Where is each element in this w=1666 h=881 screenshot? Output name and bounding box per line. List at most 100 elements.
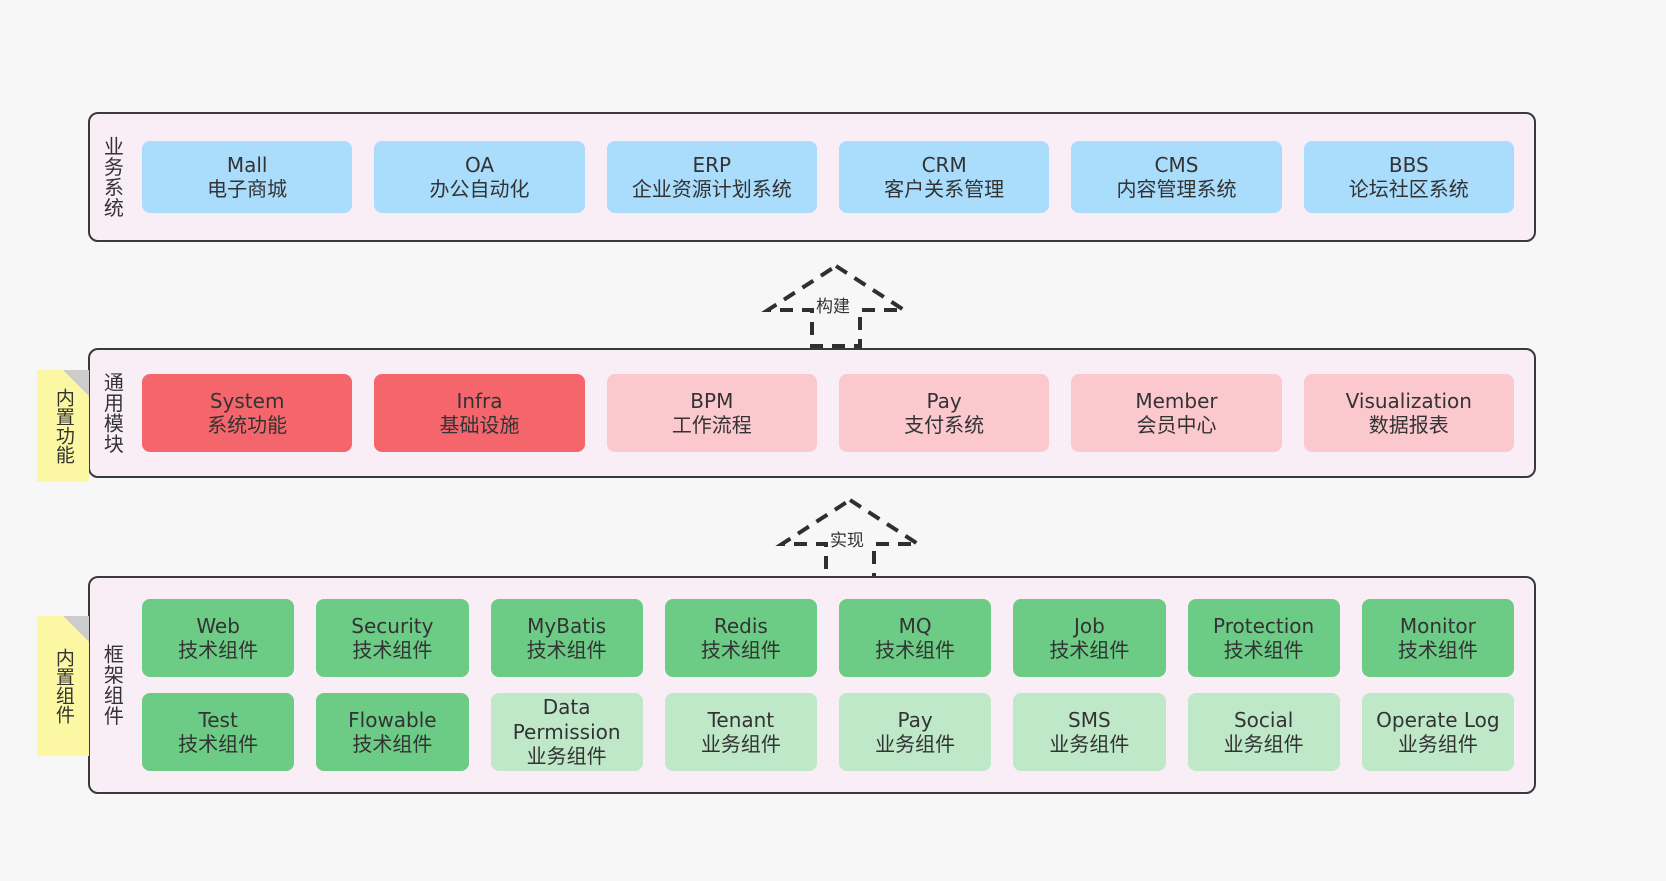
- node-en-label: Tenant: [707, 707, 775, 732]
- node-web[interactable]: Web 技术组件: [142, 599, 295, 677]
- node-cn-label: 技术组件: [875, 638, 956, 662]
- layer-title-business: 业务系统: [100, 136, 125, 218]
- layer-business-systems[interactable]: 业务系统 Mall 电子商城 OA 办公自动化 ERP 企业资源计划系统 CRM…: [88, 112, 1536, 242]
- connector-build-generalization-arrow: 构建: [756, 262, 916, 350]
- node-en-label: Visualization: [1345, 388, 1472, 413]
- node-social[interactable]: Social 业务组件: [1187, 693, 1340, 771]
- node-cn-label: 技术组件: [178, 638, 259, 662]
- layer-framework-components[interactable]: 框架组件 Web 技术组件 Security 技术组件 MyBatis 技术组件…: [88, 576, 1536, 794]
- node-en-label: Operate Log: [1376, 707, 1500, 732]
- node-sms[interactable]: SMS 业务组件: [1013, 693, 1166, 771]
- node-system[interactable]: System 系统功能: [142, 374, 353, 452]
- node-en-label: Infra: [456, 388, 503, 413]
- node-bpm[interactable]: BPM 工作流程: [606, 374, 817, 452]
- node-cn-label: 业务组件: [1223, 732, 1304, 756]
- node-test[interactable]: Test 技术组件: [142, 693, 295, 771]
- node-en-label: SMS: [1068, 707, 1111, 732]
- node-en-label: Mall: [226, 152, 268, 177]
- node-cn-label: 基础设施: [439, 413, 520, 437]
- node-cn-label: 内容管理系统: [1116, 177, 1237, 201]
- node-en-label: Flowable: [348, 707, 437, 732]
- node-en-label: Security: [351, 613, 434, 638]
- connector-implement-label: 实现: [828, 526, 866, 551]
- layer-common-modules[interactable]: 通用模块 System 系统功能 Infra 基础设施 BPM 工作流程 Pay…: [88, 348, 1536, 478]
- node-en-label: CMS: [1154, 152, 1199, 177]
- node-cn-label: 客户关系管理: [884, 177, 1005, 201]
- node-en-label: Test: [198, 707, 238, 732]
- node-en-label: Job: [1073, 613, 1105, 638]
- node-operate-log[interactable]: Operate Log 业务组件: [1361, 693, 1514, 771]
- node-job[interactable]: Job 技术组件: [1013, 599, 1166, 677]
- node-visualization[interactable]: Visualization 数据报表: [1303, 374, 1514, 452]
- node-cn-label: 电子商城: [207, 177, 288, 201]
- node-data-permission[interactable]: Data Permission 业务组件: [490, 693, 643, 771]
- node-oa[interactable]: OA 办公自动化: [374, 141, 585, 213]
- node-row: Web 技术组件 Security 技术组件 MyBatis 技术组件 Redi…: [142, 599, 1514, 677]
- node-cn-label: 企业资源计划系统: [631, 177, 792, 201]
- node-en-label: Protection: [1213, 613, 1315, 638]
- node-bbs[interactable]: BBS 论坛社区系统: [1303, 141, 1514, 213]
- node-cn-label: 业务组件: [875, 732, 956, 756]
- node-en-label: ERP: [692, 152, 732, 177]
- node-cn-label: 办公自动化: [429, 177, 530, 201]
- node-cn-label: 业务组件: [1397, 732, 1478, 756]
- node-en-label: CRM: [921, 152, 967, 177]
- node-en-label: Redis: [713, 613, 768, 638]
- sticky-note-label: 内置功能: [52, 388, 75, 464]
- connector-build-label: 构建: [814, 292, 852, 317]
- node-tenant[interactable]: Tenant 业务组件: [664, 693, 817, 771]
- sticky-note-label: 内置组件: [52, 648, 75, 724]
- node-row: Mall 电子商城 OA 办公自动化 ERP 企业资源计划系统 CRM 客户关系…: [142, 141, 1514, 213]
- node-en-label: Monitor: [1399, 613, 1476, 638]
- node-en-label: MQ: [898, 613, 932, 638]
- node-pay[interactable]: Pay 支付系统: [838, 374, 1050, 452]
- node-en-label: Member: [1135, 388, 1218, 413]
- node-row: Test 技术组件 Flowable 技术组件 Data Permission …: [142, 693, 1514, 771]
- node-cn-label: 技术组件: [526, 638, 607, 662]
- node-cn-label: 系统功能: [207, 413, 288, 437]
- node-flowable[interactable]: Flowable 技术组件: [316, 693, 469, 771]
- node-cn-label: 会员中心: [1136, 413, 1217, 437]
- node-cn-label: 论坛社区系统: [1348, 177, 1469, 201]
- node-cn-label: 技术组件: [700, 638, 781, 662]
- node-pay-business[interactable]: Pay 业务组件: [839, 693, 992, 771]
- node-cn-label: 技术组件: [1223, 638, 1304, 662]
- node-cn-label: 数据报表: [1368, 413, 1449, 437]
- node-redis[interactable]: Redis 技术组件: [664, 599, 817, 677]
- sticky-note-builtin-components[interactable]: 内置组件: [37, 616, 89, 756]
- node-cms[interactable]: CMS 内容管理系统: [1071, 141, 1282, 213]
- node-en-label: Pay: [897, 707, 933, 732]
- layer-title-modules: 通用模块: [100, 372, 125, 454]
- node-cn-label: 技术组件: [352, 732, 433, 756]
- node-monitor[interactable]: Monitor 技术组件: [1361, 599, 1514, 677]
- node-cn-label: 业务组件: [700, 732, 781, 756]
- node-crm[interactable]: CRM 客户关系管理: [838, 141, 1050, 213]
- node-cn-label: 支付系统: [904, 413, 985, 437]
- node-en-label: Social: [1233, 707, 1294, 732]
- node-cn-label: 工作流程: [671, 413, 752, 437]
- node-infra[interactable]: Infra 基础设施: [374, 374, 585, 452]
- node-en-label: System: [209, 388, 285, 413]
- node-en-label: Data Permission: [512, 695, 621, 744]
- node-mall[interactable]: Mall 电子商城: [142, 141, 353, 213]
- node-en-label: BPM: [690, 388, 734, 413]
- node-erp[interactable]: ERP 企业资源计划系统: [606, 141, 817, 213]
- node-en-label: Web: [196, 613, 240, 638]
- node-mq[interactable]: MQ 技术组件: [839, 599, 992, 677]
- node-cn-label: 技术组件: [352, 638, 433, 662]
- layer-body-framework: Web 技术组件 Security 技术组件 MyBatis 技术组件 Redi…: [134, 578, 1534, 792]
- node-mybatis[interactable]: MyBatis 技术组件: [490, 599, 643, 677]
- node-cn-label: 技术组件: [1397, 638, 1478, 662]
- node-member[interactable]: Member 会员中心: [1071, 374, 1282, 452]
- node-en-label: MyBatis: [527, 613, 607, 638]
- node-en-label: OA: [464, 152, 495, 177]
- node-security[interactable]: Security 技术组件: [316, 599, 469, 677]
- node-cn-label: 业务组件: [1049, 732, 1130, 756]
- sticky-note-builtin-features[interactable]: 内置功能: [37, 370, 89, 482]
- connector-implement-generalization-arrow: 实现: [770, 496, 930, 584]
- node-protection[interactable]: Protection 技术组件: [1187, 599, 1340, 677]
- node-cn-label: 业务组件: [526, 744, 607, 769]
- node-cn-label: 技术组件: [1049, 638, 1130, 662]
- layer-body-business: Mall 电子商城 OA 办公自动化 ERP 企业资源计划系统 CRM 客户关系…: [134, 114, 1534, 240]
